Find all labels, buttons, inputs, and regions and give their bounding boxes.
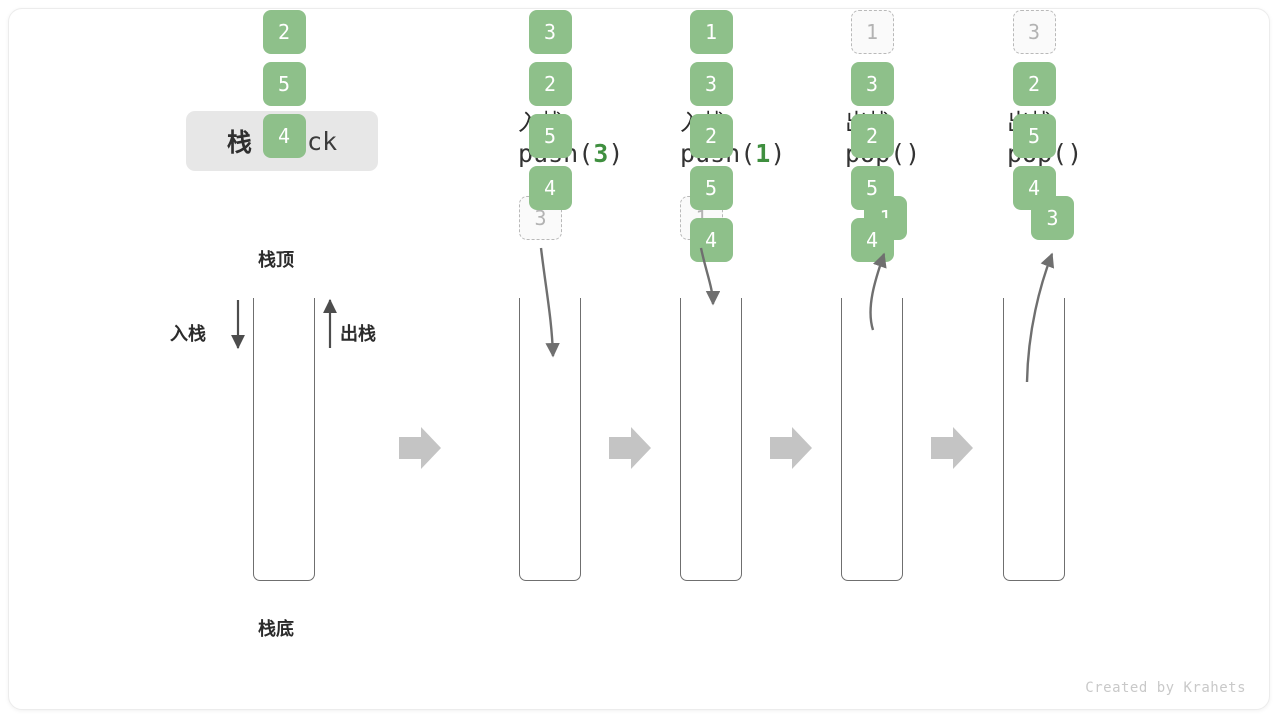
stack-cell: 3: [850, 62, 894, 106]
stack-cell: 3: [1012, 10, 1056, 54]
stack-cells: 3 2 5 4: [519, 10, 581, 293]
stack-cell: 2: [262, 10, 306, 54]
stack-cell: 5: [1012, 114, 1056, 158]
stack-cells: 2 5 4: [253, 10, 315, 293]
stack-cell: 4: [1012, 166, 1056, 210]
op-code-arg: 3: [593, 139, 609, 168]
stack-cell: 2: [1012, 62, 1056, 106]
stack-cell: 3: [689, 62, 733, 106]
title-cn: 栈: [226, 129, 252, 157]
stack-bottom-label: 栈底: [258, 619, 294, 639]
stack-cell: 3: [528, 10, 572, 54]
stack-cell: 1: [689, 10, 733, 54]
op-code-suffix: ): [608, 139, 624, 168]
stack-container-walls: [253, 298, 315, 581]
stack-cell: 2: [689, 114, 733, 158]
stack-container-walls: [519, 298, 581, 581]
stack-cell: 5: [850, 166, 894, 210]
pop-side-label: 出栈: [340, 324, 376, 344]
stack-cell: 5: [689, 166, 733, 210]
stack-cell: 5: [528, 114, 572, 158]
stack-cells: 1 3 2 5 4: [841, 10, 903, 293]
op-code-arg: 1: [755, 139, 771, 168]
stack-cell: 4: [689, 218, 733, 262]
push-side-label: 入栈: [170, 324, 206, 344]
op-code-suffix: ): [905, 139, 921, 168]
stack-cells: 3 2 5 4: [1003, 10, 1065, 293]
op-code-suffix: ): [770, 139, 786, 168]
watermark: Created by Krahets: [1085, 680, 1246, 696]
stack-cells: 1 3 2 5 4: [680, 10, 742, 293]
stack-cell: 4: [528, 166, 572, 210]
stack-cell: 2: [850, 114, 894, 158]
stack-cell: 4: [850, 218, 894, 262]
stack-cell: 5: [262, 62, 306, 106]
stack-cell: 2: [528, 62, 572, 106]
stack-top-label: 栈顶: [258, 250, 294, 270]
floating-box-step-1: 3: [519, 196, 562, 240]
stack-cell: 4: [262, 114, 306, 158]
op-code-suffix: ): [1067, 139, 1083, 168]
stack-container-walls: [841, 298, 903, 581]
stack-container-walls: [680, 298, 742, 581]
stack-cell: 1: [850, 10, 894, 54]
stack-container-walls: [1003, 298, 1065, 581]
